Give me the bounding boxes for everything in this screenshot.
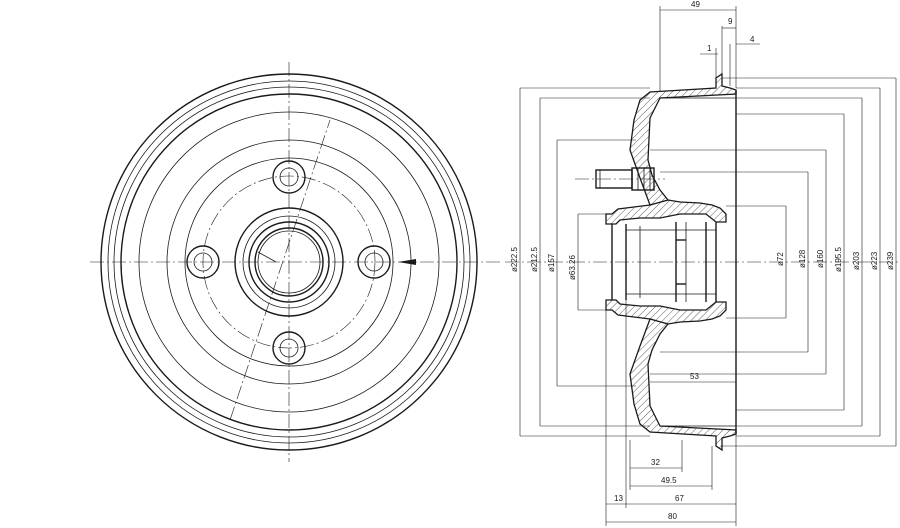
dim-bottom-80: 80 [668,512,677,521]
section-arrow [398,259,416,265]
dim-212-5: ø212.5 [530,247,539,272]
dim-bottom-53: 53 [690,372,699,381]
drum-section-lower [605,299,727,325]
bottom-dimensions [605,300,737,526]
dim-bottom-49-5: 49.5 [661,476,677,485]
top-dimensions [659,6,760,92]
dim-bottom-32: 32 [651,458,660,467]
dim-160: ø160 [816,249,825,268]
front-centerline-diag [229,119,331,421]
drum-web-upper [629,72,737,206]
section-view: ø222.5 ø212.5 ø157 ø63.26 ø72 ø128 ø160 … [505,0,900,526]
dim-72: ø72 [776,252,785,266]
dim-223: ø223 [870,251,879,270]
dim-top-4: 4 [750,35,755,44]
dim-top-9: 9 [728,17,733,26]
diameter-dimensions [519,77,897,447]
dim-63-26: ø63.26 [568,255,577,280]
wheel-stud [575,167,665,191]
dim-203: ø203 [852,251,861,270]
dim-239: ø239 [886,251,895,270]
front-view [90,62,500,462]
dim-bottom-13: 13 [614,494,623,503]
dim-top-1: 1 [707,44,712,53]
dim-157: ø157 [547,253,556,272]
drum-section-upper [605,199,727,225]
dim-128: ø128 [798,249,807,268]
dim-bottom-67: 67 [675,494,684,503]
dim-top-49: 49 [691,0,700,9]
dim-222-5: ø222.5 [510,247,519,272]
dim-195-5: ø195.5 [834,247,843,272]
drum-web-lower [629,318,737,452]
